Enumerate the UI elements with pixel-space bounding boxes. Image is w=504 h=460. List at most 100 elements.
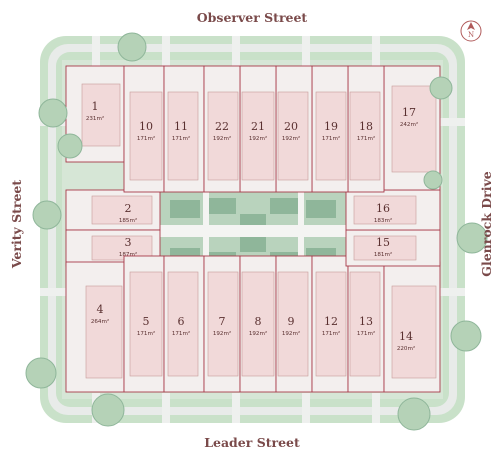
lot-number: 7	[219, 315, 226, 328]
lot-number: 9	[288, 315, 295, 328]
building-footprint	[241, 91, 275, 181]
building-footprint	[241, 271, 275, 377]
lot-2[interactable]: 2 185m²	[65, 189, 161, 231]
lot-number: 2	[125, 202, 132, 215]
tree-icon	[38, 98, 68, 128]
lot-area: 171m²	[357, 135, 375, 142]
lot-number: 19	[324, 120, 338, 133]
building-footprint	[207, 91, 239, 181]
lot-number: 21	[251, 120, 265, 133]
lot-20[interactable]: 20 192m²	[275, 65, 313, 193]
lot-area: 192m²	[282, 330, 300, 337]
lot-area: 242m²	[400, 121, 418, 128]
lot-area: 171m²	[172, 330, 190, 337]
building-footprint	[391, 285, 437, 379]
lot-area: 171m²	[137, 135, 155, 142]
lot-number: 20	[284, 120, 298, 133]
courtyard-paths	[158, 192, 348, 274]
lot-19[interactable]: 19 171m²	[311, 65, 349, 193]
building-footprint	[391, 85, 437, 173]
lot-6[interactable]: 6 171m²	[163, 255, 205, 393]
building-footprint	[129, 91, 163, 181]
lot-number: 12	[324, 315, 338, 328]
north-arrow-label: N	[468, 31, 474, 39]
building-footprint	[277, 271, 309, 377]
lot-15[interactable]: 15 181m²	[345, 229, 441, 267]
building-footprint	[353, 235, 417, 261]
lot-area: 192m²	[282, 135, 300, 142]
tree-icon	[423, 170, 443, 190]
tree-icon	[32, 200, 62, 230]
tree-icon	[456, 222, 488, 254]
building-footprint	[167, 271, 199, 377]
lot-21[interactable]: 21 192m²	[239, 65, 277, 193]
lot-area: 171m²	[137, 330, 155, 337]
lot-area: 192m²	[249, 330, 267, 337]
lot-number: 3	[125, 236, 132, 249]
lot-18[interactable]: 18 171m²	[347, 65, 385, 193]
building-footprint	[81, 83, 121, 147]
lot-22[interactable]: 22 192m²	[203, 65, 241, 193]
lot-area: 185m²	[119, 217, 137, 224]
trees	[25, 32, 488, 431]
lot-number: 22	[215, 120, 229, 133]
lot-5[interactable]: 5 171m²	[123, 255, 165, 393]
lot-number: 15	[376, 236, 390, 249]
street-label-south: Leader Street	[204, 435, 300, 450]
building-footprint	[353, 195, 417, 225]
lot-number: 5	[143, 315, 150, 328]
street-label-north: Observer Street	[197, 10, 308, 25]
lot-area: 192m²	[213, 330, 231, 337]
lot-area: 171m²	[172, 135, 190, 142]
lot-area: 192m²	[213, 135, 231, 142]
building-footprint	[167, 91, 199, 181]
tree-icon	[57, 133, 83, 159]
lot-number: 10	[139, 120, 153, 133]
lot-10[interactable]: 10 171m²	[123, 65, 165, 193]
lot-number: 13	[359, 315, 373, 328]
lot-area: 171m²	[322, 135, 340, 142]
lot-12[interactable]: 12 171m²	[311, 255, 349, 393]
tree-icon	[397, 397, 431, 431]
lot-9[interactable]: 9 192m²	[275, 255, 313, 393]
building-footprint	[129, 271, 163, 377]
tree-icon	[429, 76, 453, 100]
lot-number: 17	[402, 106, 416, 119]
north-arrow-icon: N	[460, 20, 482, 42]
building-footprint	[207, 271, 239, 377]
lot-area: 264m²	[91, 318, 109, 325]
lot-7[interactable]: 7 192m²	[203, 255, 241, 393]
tree-icon	[450, 320, 482, 352]
lot-area: 171m²	[322, 330, 340, 337]
lot-area: 231m²	[86, 115, 104, 122]
building-footprint	[315, 91, 347, 181]
lot-number: 1	[92, 100, 99, 113]
lot-area: 183m²	[374, 217, 392, 224]
building-footprint	[91, 195, 153, 225]
lot-8[interactable]: 8 192m²	[239, 255, 277, 393]
building-footprint	[349, 91, 381, 181]
lot-area: 171m²	[357, 330, 375, 337]
tree-icon	[117, 32, 147, 62]
tree-icon	[91, 393, 125, 427]
lot-number: 8	[255, 315, 262, 328]
lot-area: 192m²	[249, 135, 267, 142]
street-label-west: Verity Street	[9, 180, 24, 270]
building-footprint	[85, 285, 123, 379]
street-label-east: Glenrock Drive	[479, 171, 494, 276]
lot-number: 6	[178, 315, 185, 328]
lot-13[interactable]: 13 171m²	[347, 255, 385, 393]
lot-area: 220m²	[397, 345, 415, 352]
building-footprint	[315, 271, 347, 377]
lot-number: 18	[359, 120, 373, 133]
building-footprint	[349, 271, 381, 377]
lot-area: 181m²	[374, 251, 392, 258]
tree-icon	[25, 357, 57, 389]
lot-area: 187m²	[119, 251, 137, 258]
